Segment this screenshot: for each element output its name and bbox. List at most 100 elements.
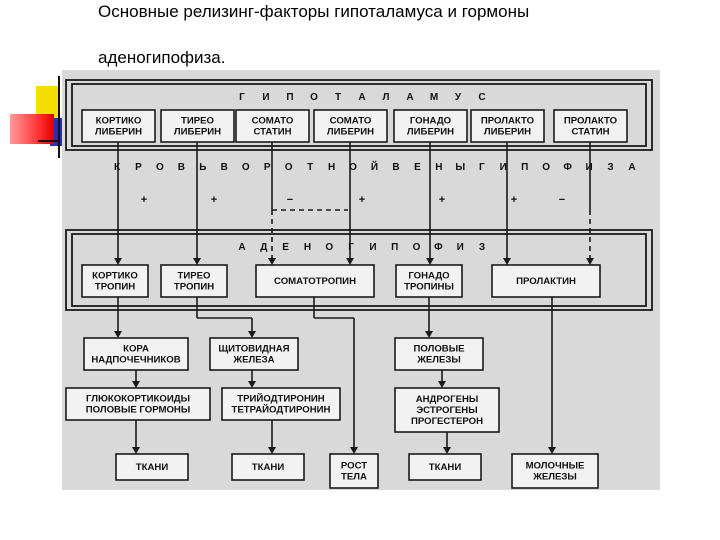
arrowhead bbox=[268, 447, 276, 454]
gland-hormone-box-label: ЭСТРОГЕНЫ bbox=[416, 405, 477, 416]
adenohypophysis-label-letter: Е bbox=[282, 242, 289, 253]
releasing-factor-box-label: ЛИБЕРИН bbox=[174, 127, 221, 138]
gland-hormone-box-label: ПРОГЕСТЕРОН bbox=[411, 416, 483, 427]
target-tissue-box-label: ТКАНИ bbox=[252, 462, 285, 473]
target-gland-box-label: КОРА bbox=[123, 344, 149, 355]
target-gland-box-label: НАДПОЧЕЧНИКОВ bbox=[91, 355, 180, 366]
target-gland-box bbox=[209, 337, 299, 371]
releasing-factor-box-label: СОМАТО bbox=[330, 116, 372, 127]
releasing-factor-box-label: ЛИБЕРИН bbox=[327, 127, 374, 138]
pituitary-hormone-box-label: ТРОПИН bbox=[95, 282, 135, 293]
hypothalamus-label-letter: П bbox=[286, 92, 293, 103]
red-square bbox=[10, 114, 54, 144]
portal-blood-label-letter: О bbox=[542, 162, 550, 173]
adenohypophysis-label-letter: А bbox=[238, 242, 245, 253]
portal-blood-label-letter: О bbox=[242, 162, 250, 173]
effect-sign: + bbox=[141, 194, 147, 206]
target-gland-box-label: ЩИТОВИДНАЯ bbox=[218, 344, 289, 355]
arrowhead bbox=[350, 447, 358, 454]
portal-blood-label-letter: П bbox=[521, 162, 528, 173]
arrowhead bbox=[346, 258, 354, 265]
arrowhead bbox=[132, 381, 140, 388]
target-tissue-box-label: РОСТ bbox=[341, 461, 367, 472]
target-tissue-box bbox=[408, 453, 482, 481]
releasing-factor-box-label: КОРТИКО bbox=[96, 116, 142, 127]
pituitary-hormone-box bbox=[395, 264, 463, 298]
pituitary-hormone-box-label: СОМАТОТРОПИН bbox=[274, 276, 356, 287]
releasing-factor-box bbox=[313, 109, 388, 143]
effect-sign: − bbox=[287, 194, 293, 206]
portal-blood-label-letter: К bbox=[114, 162, 121, 173]
arrowhead bbox=[586, 258, 594, 265]
portal-blood-label-letter: А bbox=[628, 162, 635, 173]
target-gland-box bbox=[394, 337, 484, 371]
portal-blood-label-letter: О bbox=[285, 162, 293, 173]
effect-sign: + bbox=[359, 194, 365, 206]
pituitary-hormone-box bbox=[81, 264, 149, 298]
arrowhead bbox=[503, 258, 511, 265]
gland-hormone-box-label: ТЕТРАЙОДТИРОНИН bbox=[232, 404, 331, 416]
slide-title-line-1: Основные релизинг-факторы гипоталамуса и… bbox=[98, 2, 530, 21]
pituitary-hormone-box bbox=[255, 264, 375, 298]
pituitary-hormone-box bbox=[491, 264, 601, 298]
hypothalamus-label-letter: И bbox=[262, 92, 269, 103]
target-tissue-box bbox=[231, 453, 305, 481]
hypothalamus-label-letter: Л bbox=[382, 92, 389, 103]
target-tissue-box bbox=[115, 453, 189, 481]
releasing-factor-box bbox=[393, 109, 468, 143]
arrowhead bbox=[193, 258, 201, 265]
target-tissue-box bbox=[511, 453, 599, 489]
adenohypophysis-label-letter: З bbox=[479, 242, 485, 253]
hypothalamus-label-letter: М bbox=[430, 92, 438, 103]
arrowhead bbox=[426, 258, 434, 265]
portal-blood-label-letter: Р bbox=[264, 162, 271, 173]
horizontal-rule bbox=[38, 140, 60, 142]
portal-blood-label-letter: И bbox=[585, 162, 592, 173]
adenohypophysis-label-letter: И bbox=[457, 242, 464, 253]
gland-hormone-box bbox=[221, 387, 341, 421]
effect-sign: + bbox=[439, 194, 445, 206]
target-gland-box-label: ПОЛОВЫЕ bbox=[413, 344, 465, 355]
portal-blood-label-letter: В bbox=[178, 162, 185, 173]
portal-blood-label-letter: Й bbox=[371, 160, 378, 173]
portal-blood-label-letter: И bbox=[500, 162, 507, 173]
releasing-factor-box-label: ПРОЛАКТО bbox=[481, 116, 535, 127]
portal-blood-label-letter: З bbox=[607, 162, 613, 173]
adenohypophysis-label-letter: И bbox=[369, 242, 376, 253]
releasing-factor-box-label: ЛИБЕРИН bbox=[407, 127, 454, 138]
portal-blood-label-letter: Е bbox=[414, 162, 421, 173]
releasing-factor-box bbox=[160, 109, 235, 143]
pituitary-hormone-box-label: ТИРЕО bbox=[177, 271, 211, 282]
target-tissue-box-label: ЖЕЛЕЗЫ bbox=[532, 472, 577, 483]
portal-blood-label-letter: В bbox=[221, 162, 228, 173]
arrowhead bbox=[268, 258, 276, 265]
gland-hormone-box-label: ПОЛОВЫЕ ГОРМОНЫ bbox=[86, 405, 191, 416]
gland-hormone-box bbox=[394, 387, 500, 433]
arrowhead bbox=[132, 447, 140, 454]
target-tissue-box bbox=[329, 453, 379, 489]
target-tissue-box-label: ТКАНИ bbox=[429, 462, 462, 473]
pituitary-hormone-box-label: ГОНАДО bbox=[408, 271, 450, 282]
adenohypophysis-inner-frame bbox=[71, 233, 647, 307]
pituitary-hormone-box-label: ПРОЛАКТИН bbox=[516, 276, 576, 287]
vertical-rule bbox=[58, 76, 60, 158]
hypothalamus-label-letter: А bbox=[358, 92, 365, 103]
arrowhead bbox=[248, 381, 256, 388]
hypothalamus-label-letter: У bbox=[455, 92, 462, 103]
gland-hormone-box bbox=[65, 387, 211, 421]
releasing-factor-box bbox=[81, 109, 156, 143]
target-tissue-box-label: ТКАНИ bbox=[136, 462, 169, 473]
arrowhead bbox=[443, 447, 451, 454]
effect-sign: + bbox=[511, 194, 517, 206]
effect-sign: − bbox=[559, 194, 565, 206]
portal-blood-label-letter: Р bbox=[135, 162, 142, 173]
adenohypophysis-frame bbox=[65, 229, 653, 311]
pituitary-hormone-box-label: КОРТИКО bbox=[92, 271, 138, 282]
arrowhead bbox=[114, 331, 122, 338]
gland-hormone-box-label: АНДРОГЕНЫ bbox=[416, 394, 479, 405]
portal-blood-label-letter: Г bbox=[479, 162, 485, 173]
arrowhead bbox=[248, 331, 256, 338]
portal-blood-label-letter: Н bbox=[328, 162, 335, 173]
releasing-factor-box-label: ПРОЛАКТО bbox=[564, 116, 618, 127]
